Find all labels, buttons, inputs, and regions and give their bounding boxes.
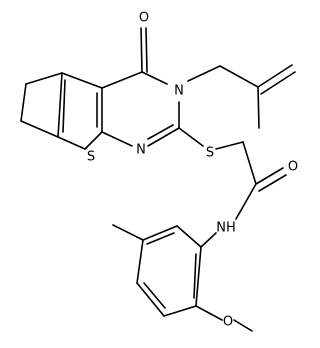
bond bbox=[242, 141, 257, 185]
bond bbox=[195, 246, 202, 307]
atom-label-nitrogen: N bbox=[174, 84, 184, 99]
bond bbox=[101, 71, 143, 89]
atom-label-sulfur: S bbox=[87, 150, 95, 165]
bond bbox=[178, 127, 204, 147]
bond bbox=[258, 174, 287, 192]
bonds bbox=[20, 27, 296, 332]
bond bbox=[146, 232, 175, 245]
bond bbox=[62, 79, 66, 133]
bond bbox=[260, 71, 296, 95]
bond bbox=[136, 239, 144, 284]
atom-label-nitrogen: N bbox=[136, 143, 146, 158]
atom-label-amine: NH bbox=[216, 221, 236, 236]
bond bbox=[20, 120, 59, 138]
bond bbox=[140, 27, 143, 73]
bond bbox=[112, 224, 144, 241]
bond bbox=[147, 127, 180, 147]
bond bbox=[219, 65, 259, 88]
bond bbox=[257, 64, 293, 88]
bond bbox=[84, 131, 103, 150]
atom-label-oxygen: O bbox=[223, 315, 233, 330]
bond bbox=[163, 305, 197, 317]
bond bbox=[187, 65, 221, 82]
bond bbox=[255, 167, 284, 185]
bond bbox=[61, 72, 103, 89]
atom-label-oxygen: O bbox=[288, 160, 298, 175]
bond bbox=[142, 225, 178, 241]
bond bbox=[200, 232, 217, 248]
bond bbox=[101, 131, 133, 147]
bond bbox=[143, 282, 166, 309]
bond bbox=[145, 27, 148, 73]
bond bbox=[141, 71, 168, 85]
bond bbox=[195, 305, 223, 321]
bond bbox=[233, 319, 253, 332]
bond bbox=[57, 136, 86, 150]
bond bbox=[215, 141, 244, 150]
bond bbox=[147, 124, 174, 140]
bond bbox=[20, 83, 27, 122]
atom-label-oxygen: O bbox=[139, 11, 149, 26]
bond bbox=[176, 225, 202, 248]
bond bbox=[257, 86, 260, 129]
atom-labels: O N S N S O NH O bbox=[87, 11, 298, 330]
bond bbox=[235, 183, 257, 220]
bond bbox=[193, 253, 197, 299]
bond bbox=[25, 72, 63, 85]
atom-label-sulfur: S bbox=[206, 146, 214, 161]
bond bbox=[136, 282, 165, 317]
bond bbox=[57, 72, 63, 138]
